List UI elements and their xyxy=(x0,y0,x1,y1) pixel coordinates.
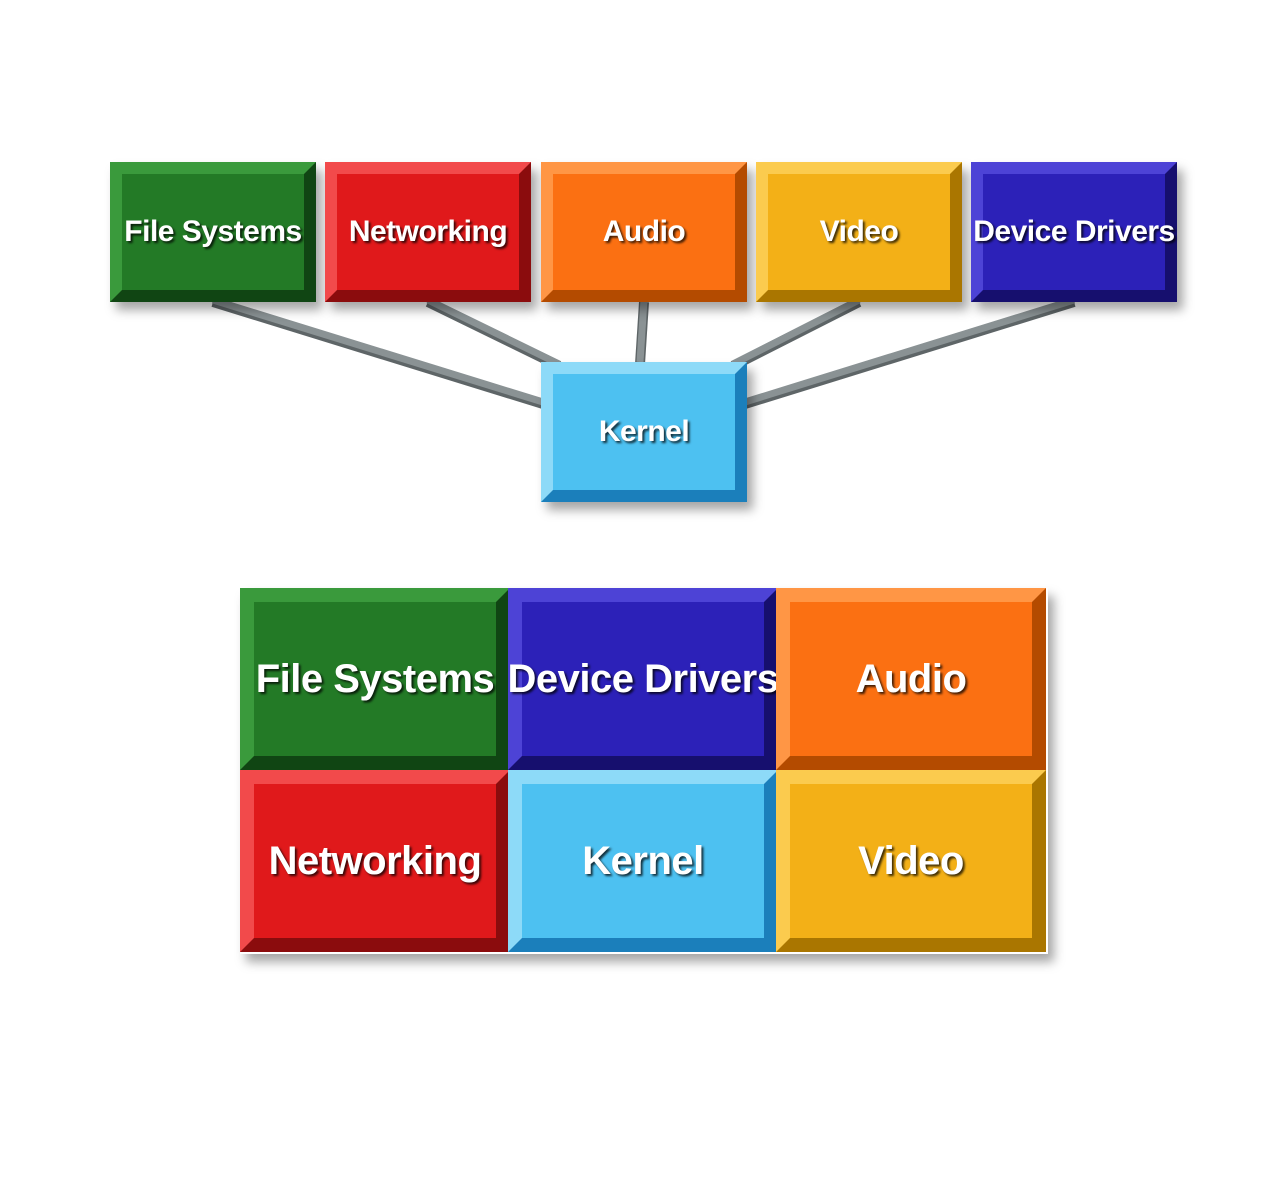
connector-file-systems xyxy=(211,296,545,406)
connector-video xyxy=(731,296,861,368)
grid-cell-audio-label: Audio xyxy=(855,656,967,701)
module-block-video-label: Video xyxy=(819,215,899,248)
grid-cell-kernel-label: Kernel xyxy=(582,838,704,883)
module-block-device-drivers: Device Drivers xyxy=(971,162,1177,302)
grid-cell-video-label: Video xyxy=(858,838,964,883)
module-block-video: Video xyxy=(756,162,962,302)
module-block-device-drivers-label: Device Drivers xyxy=(973,215,1175,248)
module-block-file-systems: File Systems xyxy=(110,162,316,302)
module-block-audio: Audio xyxy=(541,162,747,302)
grid-cell-audio: Audio xyxy=(776,588,1046,770)
grid-cell-file-systems: File Systems xyxy=(240,588,510,770)
kernel-block: Kernel xyxy=(541,362,747,502)
grid-cell-kernel: Kernel xyxy=(508,770,778,952)
kernel-block-label: Kernel xyxy=(598,415,690,448)
grid-cell-file-systems-label: File Systems xyxy=(255,656,495,701)
grid-cell-networking-label: Networking xyxy=(268,838,482,883)
grid-cell-device-drivers: Device Drivers xyxy=(507,588,779,770)
grid-cell-device-drivers-label: Device Drivers xyxy=(507,656,779,701)
grid-cell-video: Video xyxy=(776,770,1046,952)
module-block-file-systems-label: File Systems xyxy=(124,215,302,248)
grid-cell-networking: Networking xyxy=(240,770,510,952)
module-block-networking: Networking xyxy=(325,162,531,302)
module-block-networking-label: Networking xyxy=(348,215,508,248)
module-block-audio-label: Audio xyxy=(602,215,686,248)
connector-device-drivers xyxy=(743,296,1076,406)
connector-audio xyxy=(636,299,648,363)
connector-networking xyxy=(426,296,561,368)
